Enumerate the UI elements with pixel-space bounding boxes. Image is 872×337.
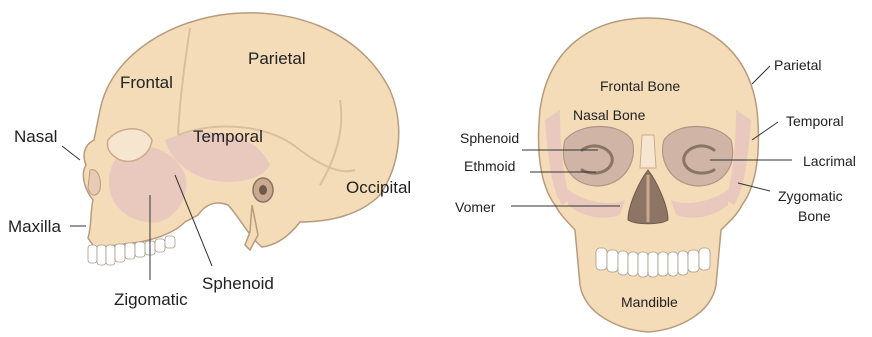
- label-parietal-ant: Parietal: [774, 57, 821, 73]
- label-zygomatic-2: Bone: [798, 208, 831, 224]
- label-vomer: Vomer: [455, 199, 496, 215]
- label-lacrimal: Lacrimal: [803, 153, 856, 169]
- label-temporal: Temporal: [193, 127, 263, 146]
- label-ethmoid: Ethmoid: [464, 158, 515, 174]
- label-frontal-bone: Frontal Bone: [600, 78, 680, 94]
- label-nasal-bone: Nasal Bone: [573, 107, 646, 123]
- label-mandible: Mandible: [621, 294, 678, 310]
- label-temporal-ant: Temporal: [786, 113, 844, 129]
- label-parietal: Parietal: [248, 49, 306, 68]
- label-zygomatic-1: Zygomatic: [778, 188, 843, 204]
- label-frontal: Frontal: [120, 73, 173, 92]
- anterior-skull: [539, 18, 759, 332]
- label-zigomatic: Zigomatic: [114, 290, 188, 309]
- label-sphenoid-ant: Sphenoid: [460, 130, 519, 146]
- label-maxilla: Maxilla: [8, 217, 61, 236]
- label-occipital: Occipital: [346, 178, 411, 197]
- label-sphenoid: Sphenoid: [202, 274, 274, 293]
- label-nasal: Nasal: [14, 127, 57, 146]
